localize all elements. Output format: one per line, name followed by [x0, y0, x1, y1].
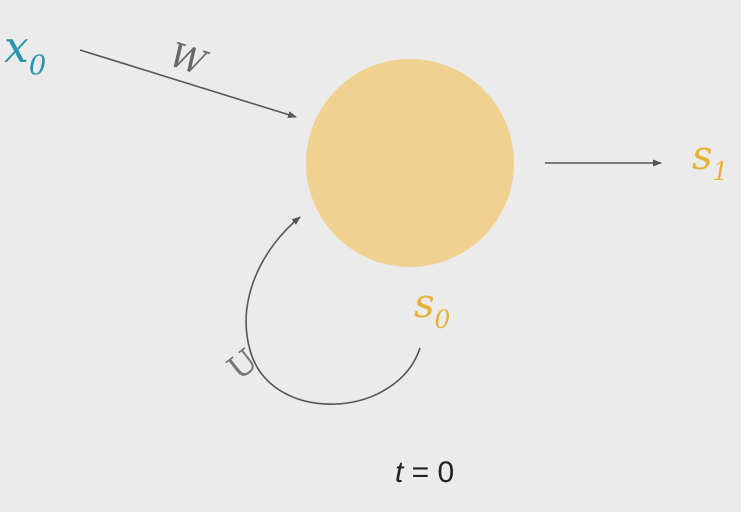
input-symbol: x [4, 22, 29, 73]
time-step-label: t = 0 [395, 458, 454, 488]
next-state-label: s1 [692, 136, 728, 185]
next-state-index: 1 [712, 157, 729, 187]
input-index: 0 [28, 50, 47, 82]
input-arrow [79, 49, 297, 118]
hidden-unit-node [306, 59, 514, 267]
time-variable: t [395, 456, 404, 489]
next-state-symbol: s [692, 133, 713, 179]
input-label: x0 [4, 26, 46, 80]
recurrent-loop-arrow [245, 216, 421, 405]
previous-state-symbol: s [414, 281, 435, 327]
time-relation: = 0 [403, 456, 455, 489]
previous-state-label: s0 [414, 284, 450, 333]
previous-state-index: 0 [434, 305, 451, 335]
